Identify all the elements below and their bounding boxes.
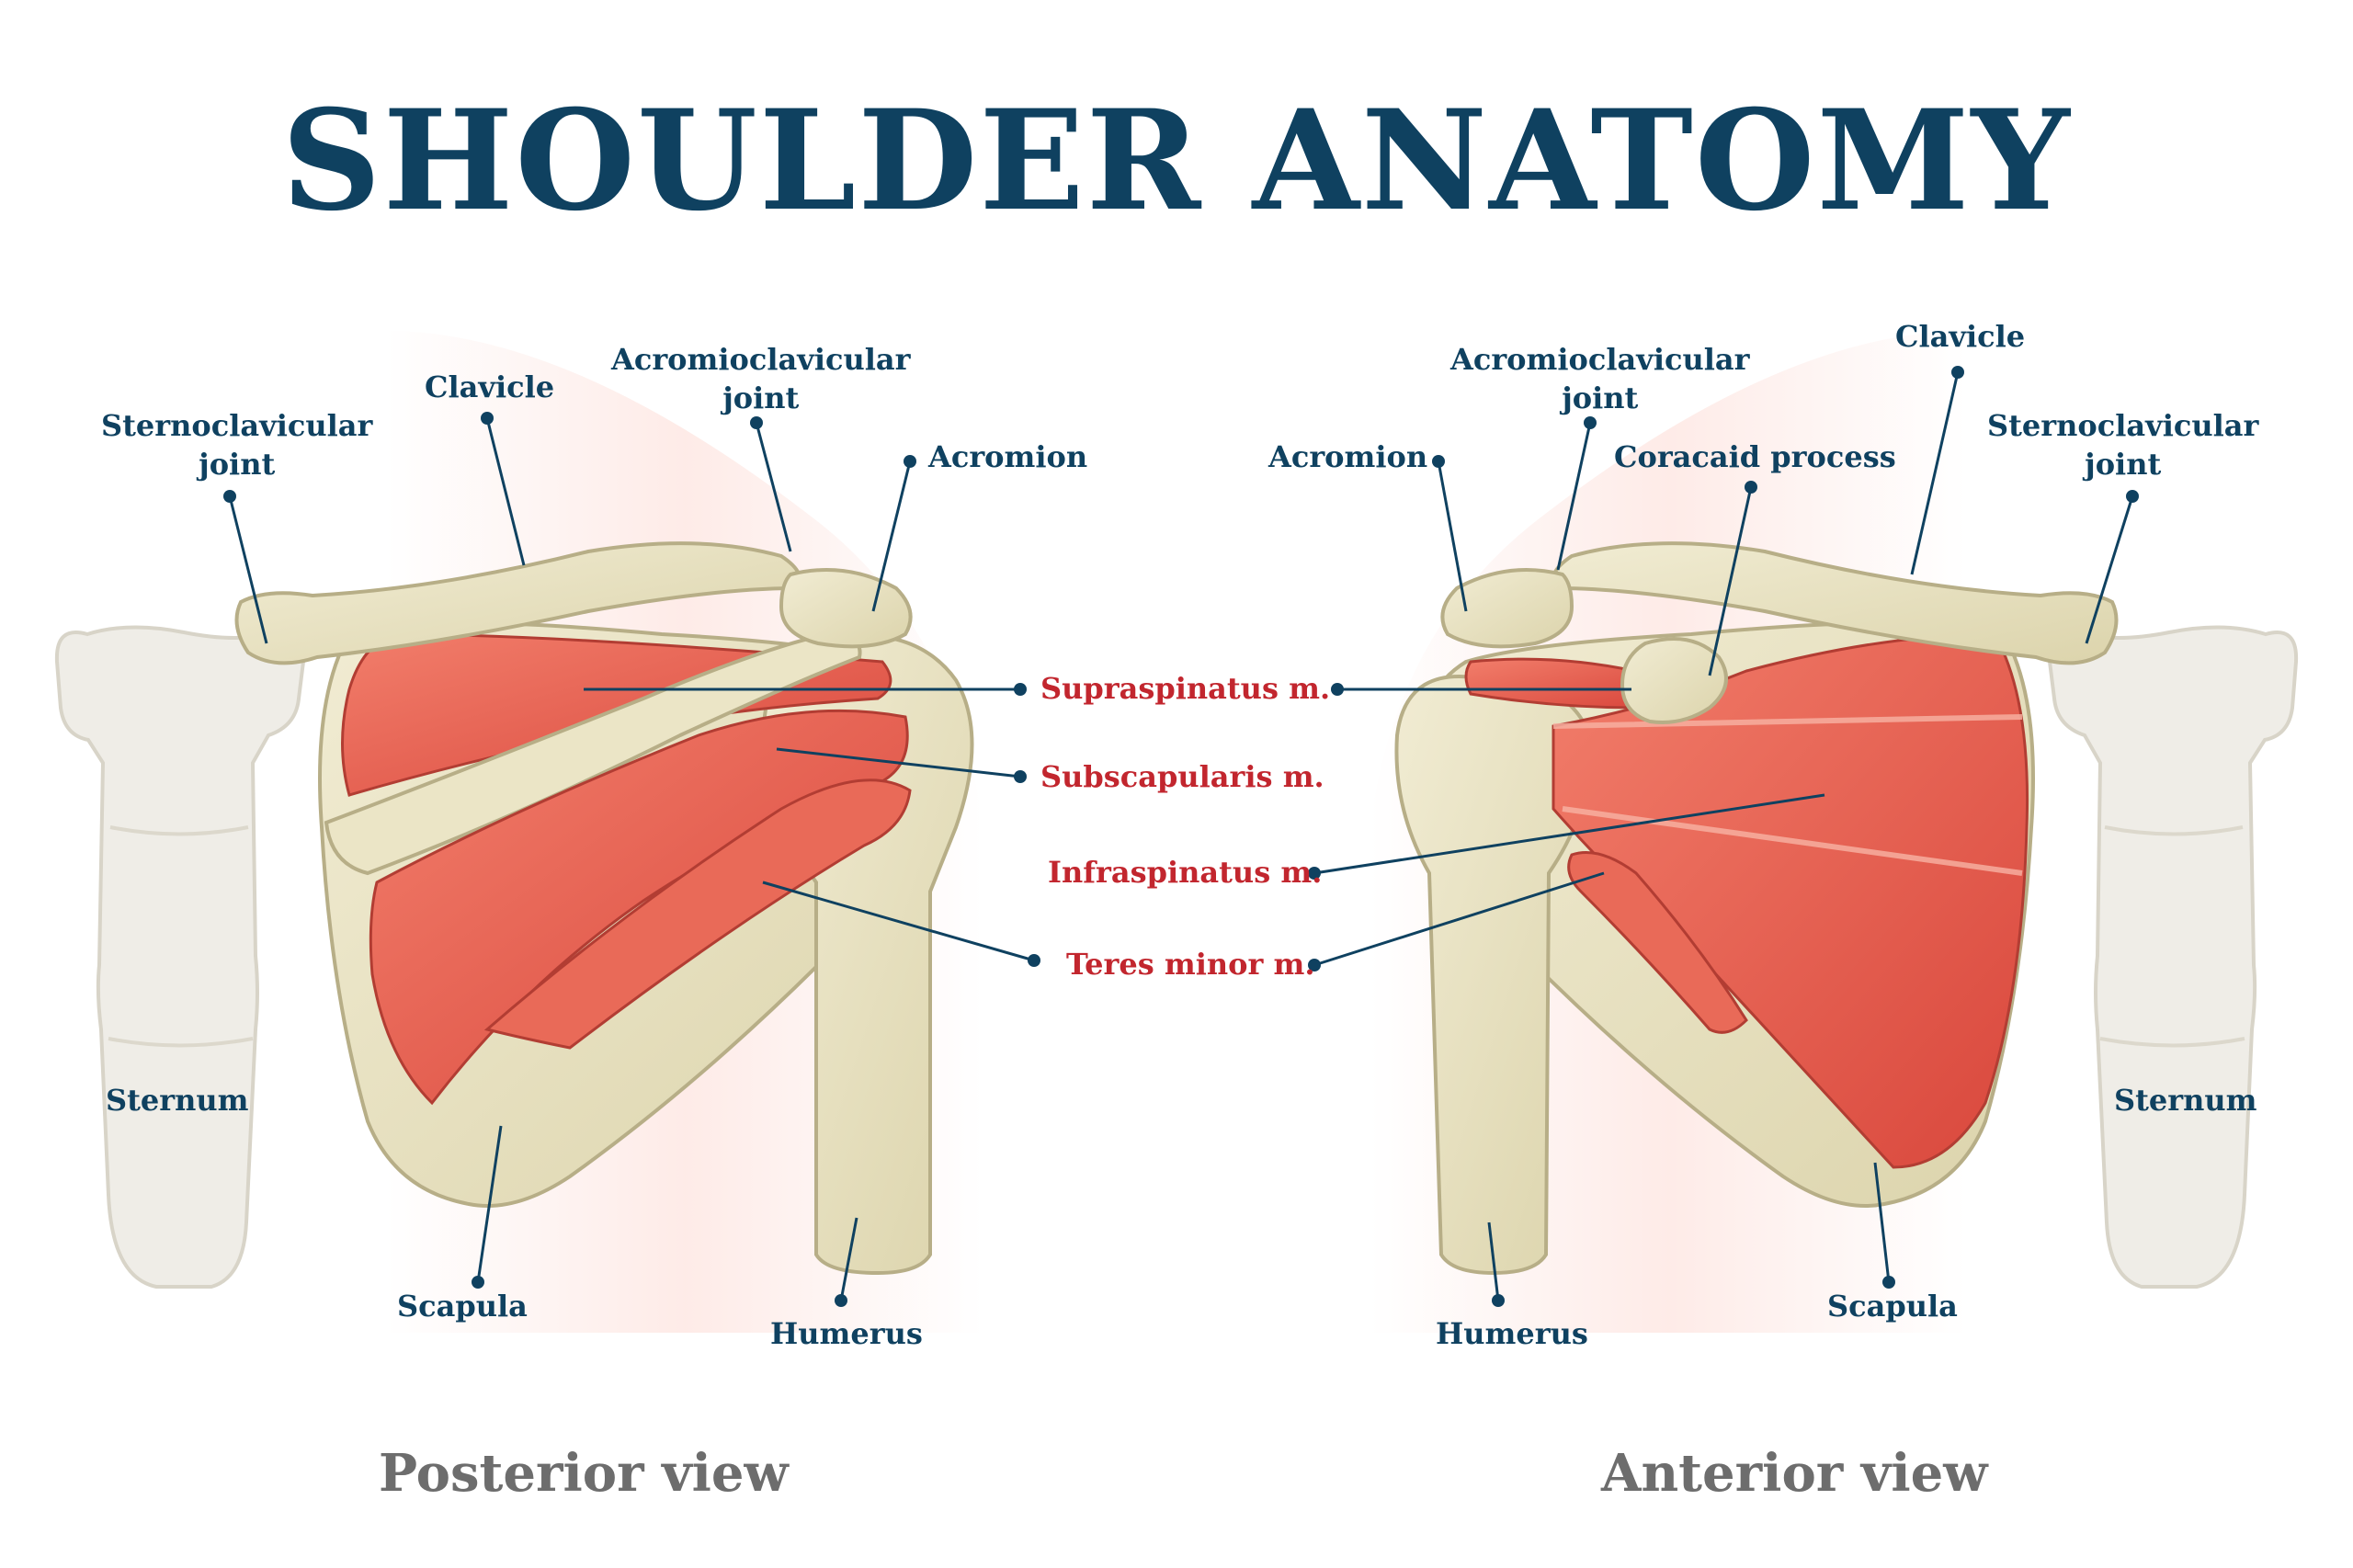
anterior-view-caption: Anterior view <box>1601 1443 1988 1504</box>
label-acromion-anterior: Acromion <box>1268 439 1428 474</box>
scapular-spine <box>324 631 862 876</box>
posterior-view-caption: Posterior view <box>379 1443 789 1504</box>
label-sternum-anterior: Sternum <box>2114 1083 2257 1118</box>
label-teres-minor: Teres minor m. <box>1066 947 1315 982</box>
label-coracoid-process: Coracaid process <box>1614 439 1896 474</box>
label-humerus-anterior: Humerus <box>1436 1316 1588 1351</box>
label-clavicle-posterior: Clavicle <box>425 369 555 404</box>
label-scapula-posterior: Scapula <box>397 1289 528 1324</box>
label-scapula-anterior: Scapula <box>1827 1289 1958 1324</box>
label-subscapularis: Subscapularis m. <box>1040 759 1324 794</box>
label-clavicle-anterior: Clavicle <box>1895 319 2026 354</box>
label-acromion-posterior: Acromion <box>928 439 1088 474</box>
sternum-bone-posterior <box>54 625 306 1289</box>
label-sternum-posterior: Sternum <box>106 1083 249 1118</box>
acromion-bone-posterior <box>779 568 913 649</box>
teres-minor-muscle-anterior <box>1567 851 1748 1034</box>
leader-lines <box>228 371 2134 1301</box>
teres-minor-muscle-posterior <box>483 778 912 1050</box>
acromion-bone-anterior <box>1440 568 1574 649</box>
sternum-bone-anterior <box>2047 625 2299 1289</box>
page-title: SHOULDER ANATOMY <box>281 80 2072 242</box>
label-humerus-posterior: Humerus <box>770 1316 923 1351</box>
leader-dots <box>223 366 2139 1307</box>
subscapularis-muscle-anterior <box>1552 632 2029 1169</box>
label-supraspinatus: Supraspinatus m. <box>1040 671 1331 706</box>
label-infraspinatus: Infraspinatus m. <box>1048 855 1323 890</box>
coracoid-process-bone <box>1620 637 1728 724</box>
